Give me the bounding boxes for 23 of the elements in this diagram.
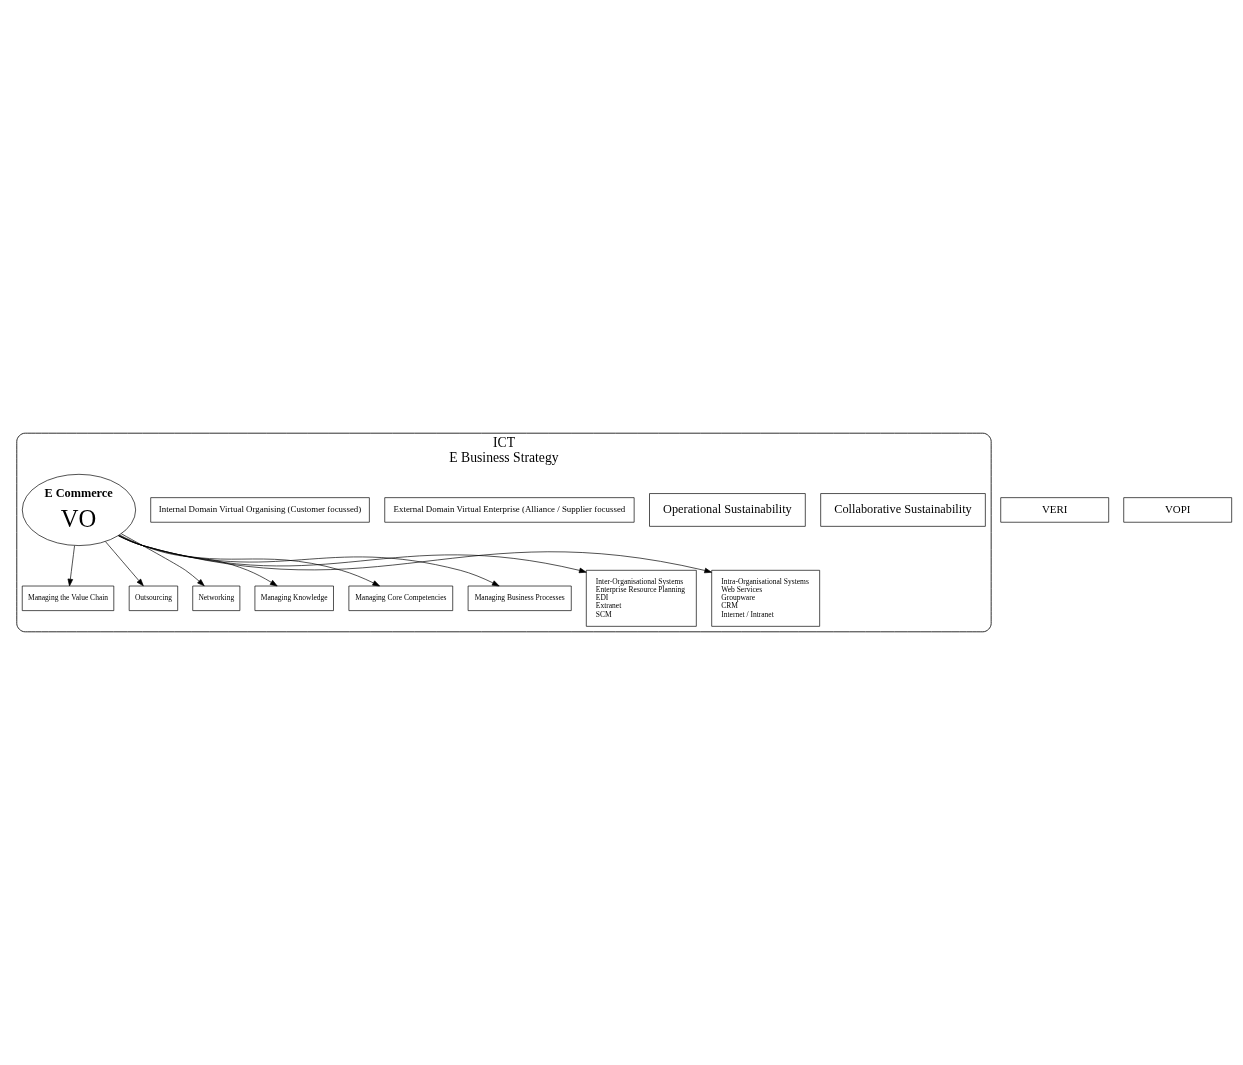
arrow bbox=[105, 541, 144, 587]
node-box: Collaborative Sustainability bbox=[820, 493, 986, 527]
arrow bbox=[118, 535, 380, 587]
node-box: Operational Sustainability bbox=[649, 493, 806, 527]
node-box: Outsourcing bbox=[128, 585, 179, 611]
node-box: External Domain Virtual Enterprise (Alliance / Supplier focussed bbox=[384, 497, 635, 523]
arrow bbox=[118, 535, 712, 574]
node-box: Networking bbox=[192, 585, 241, 611]
node-box: Managing Knowledge bbox=[254, 585, 334, 611]
node-box: Managing the Value Chain bbox=[21, 585, 115, 611]
node-ellipse: E Commerce VO bbox=[21, 473, 136, 546]
arrow bbox=[121, 533, 205, 587]
node-box: Intra-Organisational Systems Web Services Groupware CRM Internet / Intranet bbox=[711, 569, 820, 627]
arrow bbox=[118, 535, 587, 574]
arrow bbox=[119, 534, 278, 587]
node-box: VOPI bbox=[1123, 497, 1233, 523]
node-box: Managing Business Processes bbox=[467, 585, 572, 611]
node-box: Internal Domain Virtual Organising (Customer focussed) bbox=[150, 497, 370, 523]
arrow bbox=[67, 545, 75, 587]
node-box: Inter-Organisational Systems Enterprise Resource Planning EDI Extranet SCM bbox=[585, 569, 697, 627]
node-box: VERI bbox=[1000, 497, 1110, 523]
arrow bbox=[118, 535, 500, 587]
node-box: Managing Core Competencies bbox=[348, 585, 454, 611]
